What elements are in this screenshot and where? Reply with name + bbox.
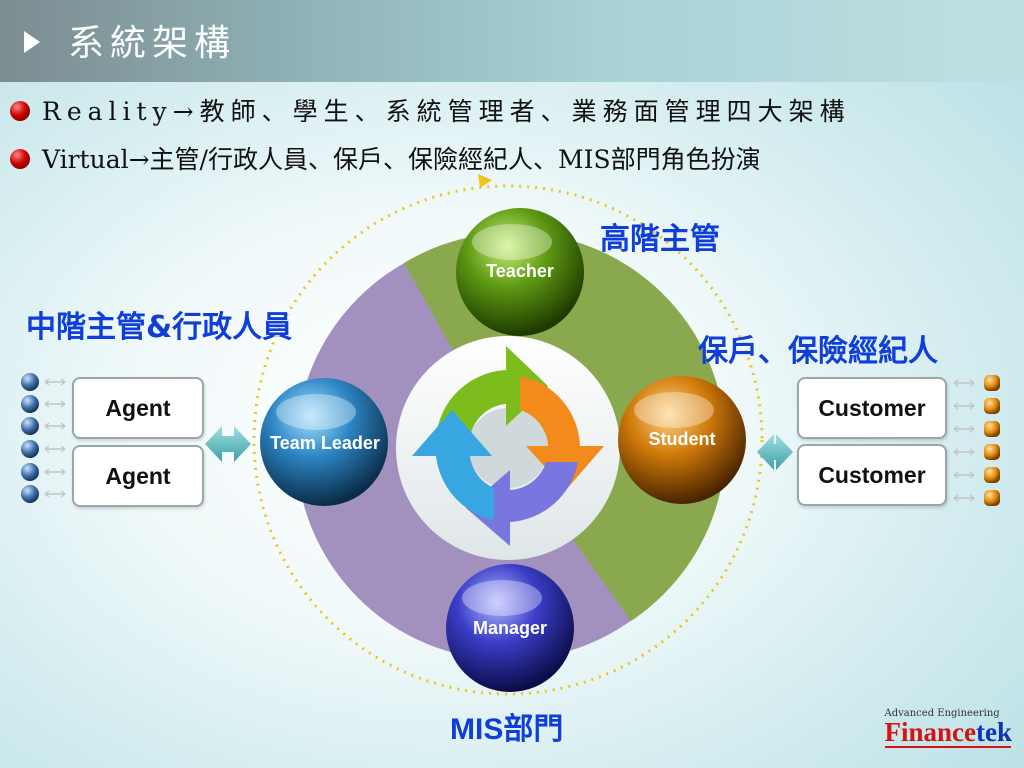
bullet-reality-text: Reality→教師、學生、系統管理者、業務面管理四大架構 [42, 97, 851, 126]
customer-dot [984, 490, 1000, 506]
agent-box: Agent [72, 377, 204, 439]
red-bullet-icon [10, 148, 30, 169]
blue-cycle-arrow-icon [412, 410, 494, 520]
left-role-label: 中階主管&行政人員 [26, 310, 293, 345]
left-double-arrow-icon [205, 426, 251, 462]
manager-sphere-highlight [462, 580, 542, 616]
bullet-reality: Reality→教師、學生、系統管理者、業務面管理四大架構 [10, 92, 851, 128]
logo-underline [884, 746, 1011, 748]
bullet-virtual-text: Virtual→主管/行政人員、保戶、保險經紀人、MIS部門角色扮演 [42, 145, 761, 174]
student-label: Student [648, 429, 716, 449]
logo-brand-accent: tek [976, 717, 1012, 747]
red-bullet-icon [10, 100, 30, 121]
right-double-arrow-icon [757, 434, 793, 470]
orbit-dotted-circle [252, 184, 764, 696]
agent-box: Agent [72, 445, 204, 507]
agent-dot [21, 463, 39, 481]
customer-box: Customer [797, 444, 947, 506]
agent-dot [21, 395, 39, 413]
title-bar [0, 0, 1024, 82]
team-leader-label: Team Leader [270, 433, 380, 453]
orbit-arrowhead-icon [478, 174, 492, 188]
slide-title: 系統架構 [24, 14, 236, 66]
purple-cycle-arrow-icon [466, 462, 578, 546]
logo-brand: Financetek [884, 717, 1013, 747]
customer-dot [984, 375, 1000, 391]
teacher-sphere-highlight [472, 224, 552, 260]
arrow-bullet-icon [24, 31, 40, 53]
agent-dot [21, 417, 39, 435]
student-sphere [618, 376, 746, 504]
manager-sphere [446, 564, 574, 692]
bullet-virtual: Virtual→主管/行政人員、保戶、保險經紀人、MIS部門角色扮演 [10, 140, 761, 176]
teacher-label: Teacher [486, 261, 554, 281]
customer-dot [984, 398, 1000, 414]
right-role-label: 保戶、保險經紀人 [698, 334, 938, 369]
right-customer-dots [953, 375, 1000, 506]
agent-dot [21, 485, 39, 503]
team-leader-sphere [260, 378, 388, 506]
logo-tagline: Advanced Engineering [884, 708, 1000, 719]
team-leader-sphere-highlight [276, 394, 356, 430]
slide-title-text: 系統架構 [68, 23, 237, 64]
teacher-sphere [456, 208, 584, 336]
customer-dot [984, 421, 1000, 437]
logo-brand-main: Finance [884, 717, 977, 747]
customer-dot [984, 467, 1000, 483]
agent-dot [21, 373, 39, 391]
financetek-logo: Advanced Engineering Financetek [884, 708, 1013, 748]
student-sphere-highlight [634, 392, 714, 428]
top-role-label: 高階主管 [600, 222, 720, 257]
center-hole [468, 408, 548, 488]
orange-cycle-arrow-icon [520, 376, 604, 490]
green-cycle-arrow-icon [436, 346, 548, 438]
left-agent-dots [21, 373, 66, 503]
agent-dot [21, 440, 39, 458]
bottom-role-label: MIS部門 [450, 713, 564, 746]
customer-box: Customer [797, 377, 947, 439]
manager-label: Manager [472, 618, 548, 638]
customer-dot [984, 444, 1000, 460]
